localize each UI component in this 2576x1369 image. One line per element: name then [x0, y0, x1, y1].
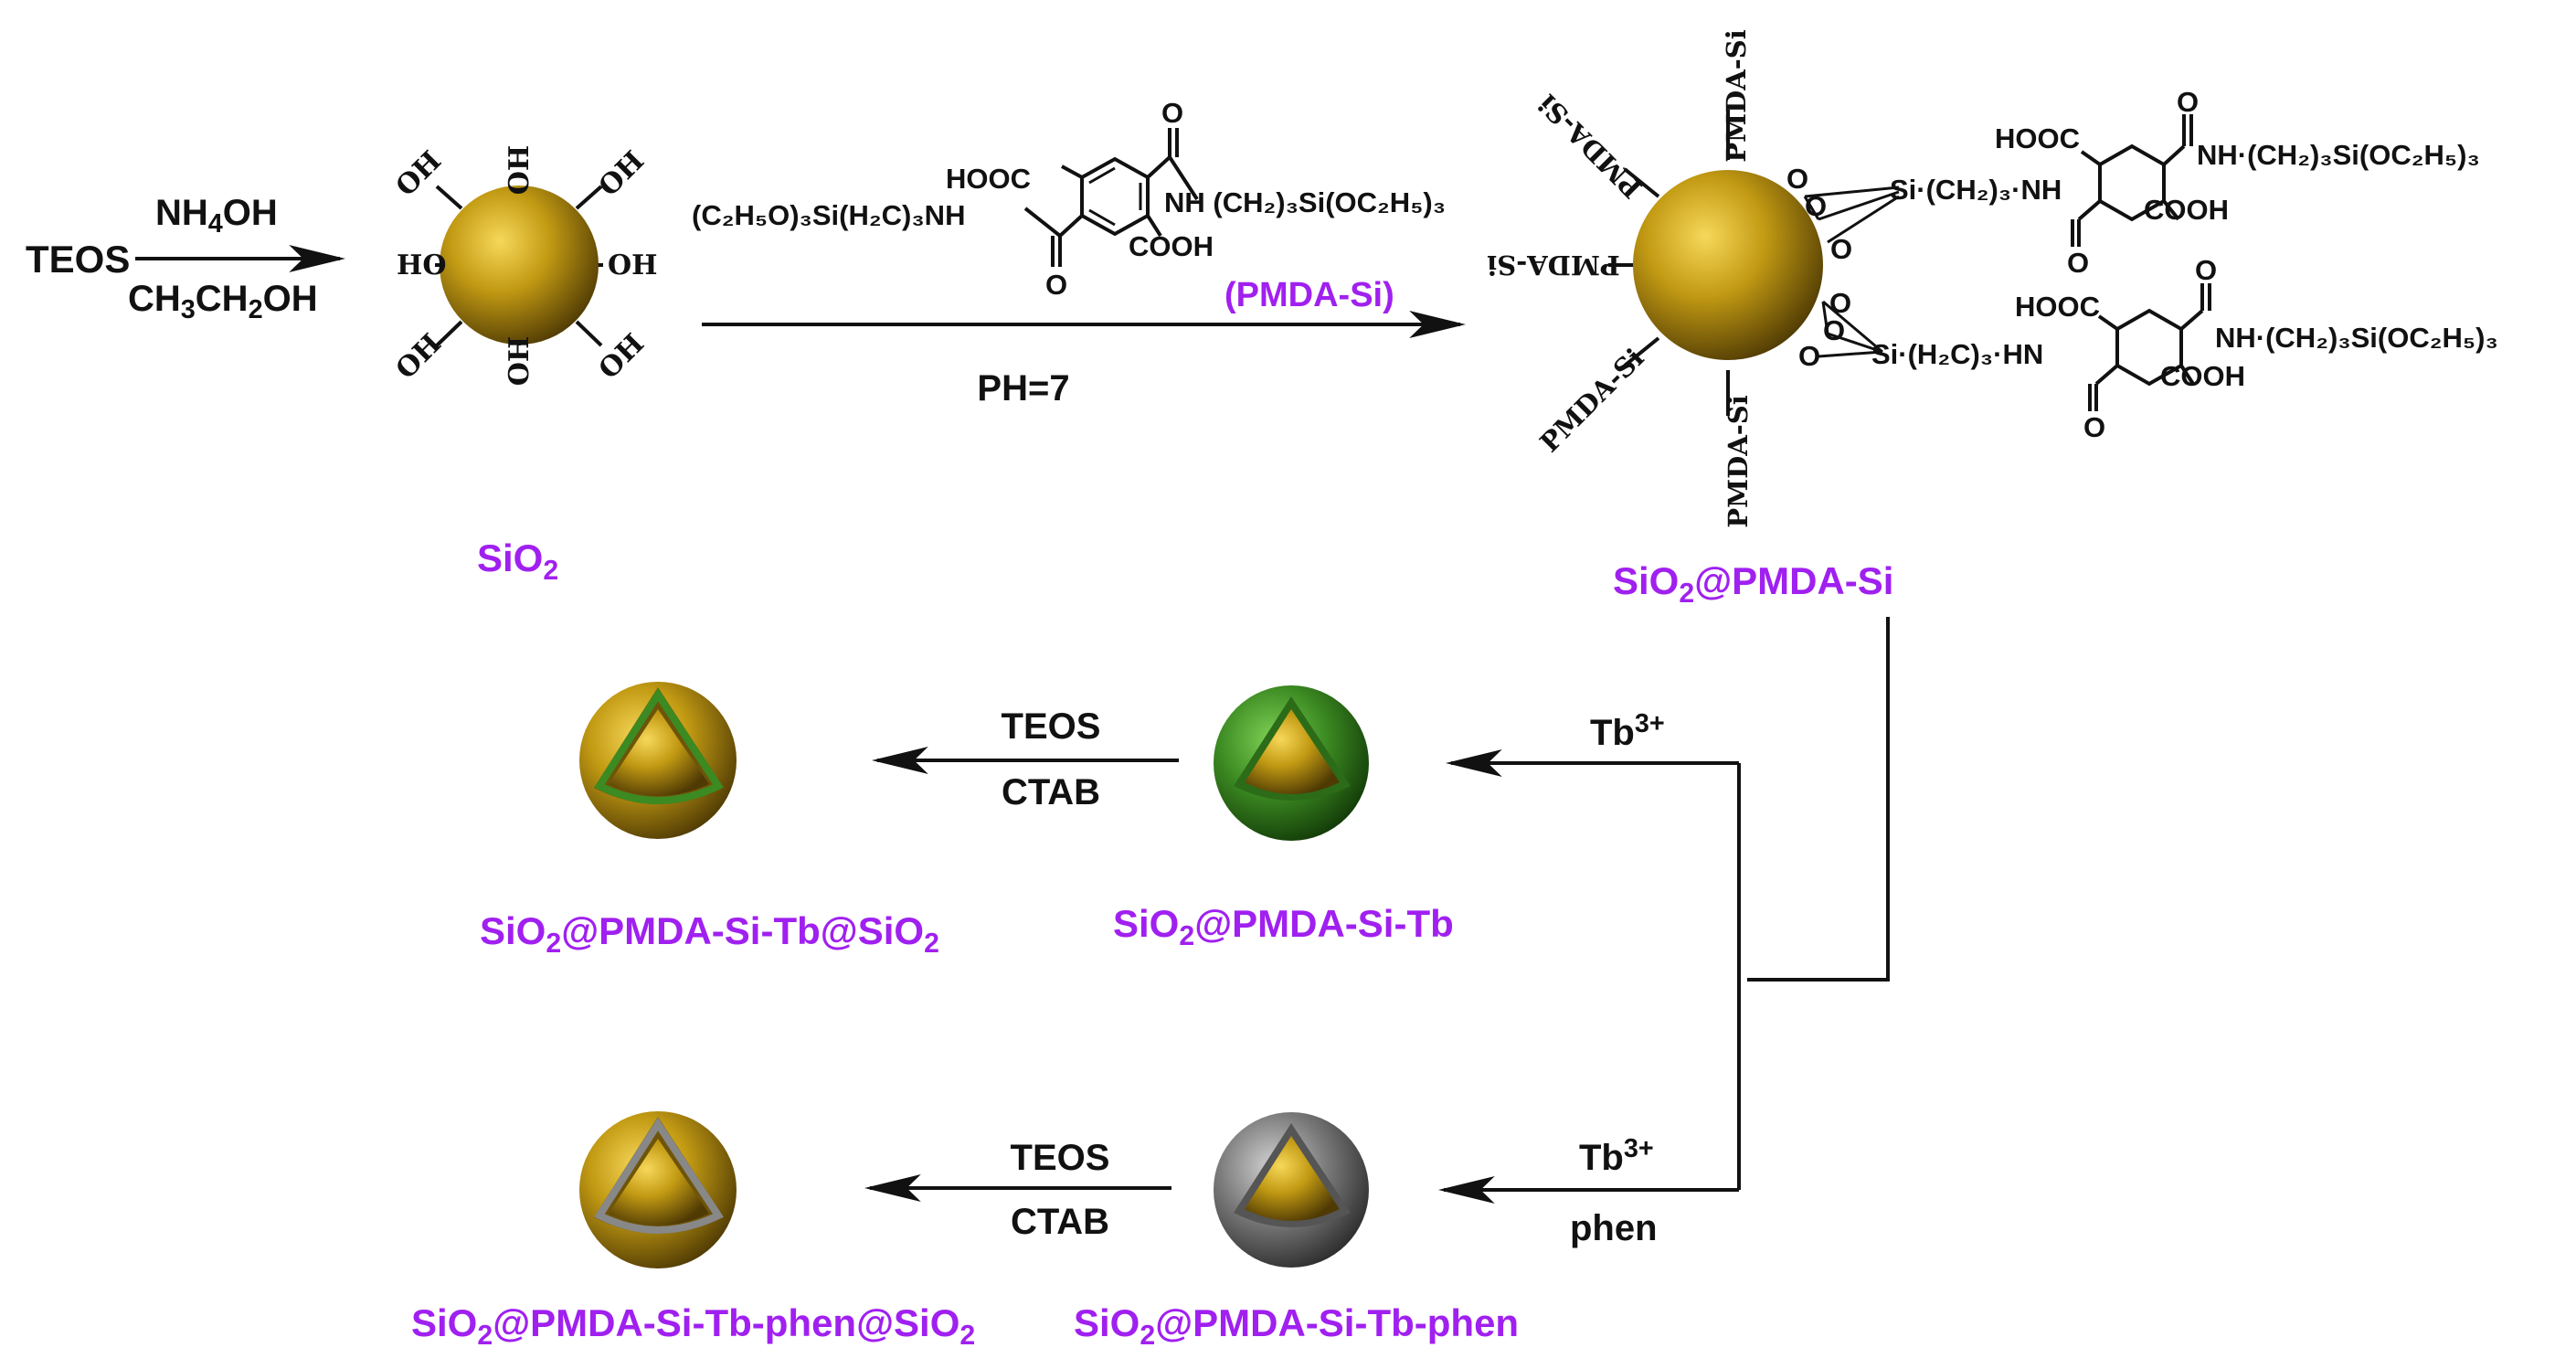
label-sio2-pmda-si-tb-phen: SiO2@PMDA-Si-Tb-phen	[1074, 1301, 1519, 1351]
pmda-left-chain: (C₂H₅O)₃Si(H₂C)₃NH	[692, 199, 965, 231]
pmda-cooh: COOH	[1129, 230, 1214, 262]
chain-lower-right: NH·(CH₂)₃Si(OC₂H₅)₃	[2215, 322, 2498, 354]
label-sio2-pmda-si-tb-sio2: SiO2@PMDA-Si-Tb@SiO2	[480, 909, 939, 959]
pmda-oxygen-top: O	[1161, 97, 1183, 129]
sphere-tb-phen	[1214, 1112, 1369, 1268]
ion-tb-2: Tb3+	[1579, 1134, 1654, 1178]
functionalized-sphere: PMDA-Si PMDA-Si PMDA-Si PMDA-Si PMDA-Si …	[1487, 29, 2498, 528]
label-sio2-pmda-si-tb: SiO2@PMDA-Si-Tb	[1113, 902, 1454, 951]
sphere-tb	[1214, 685, 1369, 841]
reagent-pmda-si: (PMDA-Si)	[1224, 276, 1394, 314]
o-lower-2: O	[1823, 314, 1845, 346]
functionalized-core	[1633, 170, 1823, 360]
label-sio2-pmda-si-tb-phen-sio2: SiO2@PMDA-Si-Tb-phen@SiO2	[411, 1301, 975, 1351]
o-lower-3: O	[1798, 340, 1820, 372]
oh-upper-left: OH	[390, 145, 448, 203]
oh-left: HO	[397, 249, 446, 281]
condition-ph: PH=7	[977, 368, 1069, 409]
chain-upper-right: NH·(CH₂)₃Si(OC₂H₅)₃	[2197, 139, 2480, 171]
reagent-ammonia: NH4OH	[155, 193, 278, 239]
pendant-upper-left: PMDA-Si	[1532, 89, 1648, 205]
o-upper-1: O	[1786, 163, 1808, 195]
pmda-oxygen-bottom: O	[1045, 269, 1067, 301]
step2: HOOC COOH O O (C₂H₅O)₃Si(H₂C)₃NH NH (CH₂…	[692, 97, 1467, 409]
step1: TEOS NH4OH CH3CH2OH	[26, 193, 346, 324]
lower-cooh: COOH	[2160, 360, 2245, 392]
pmda-si-structure: HOOC COOH O O (C₂H₅O)₃Si(H₂C)₃NH NH (CH₂…	[692, 97, 1446, 301]
label-sio2: SiO2	[477, 536, 558, 586]
o-upper-2: O	[1805, 190, 1827, 222]
pendant-bottom: PMDA-Si	[1723, 395, 1754, 528]
silica-core	[440, 186, 599, 345]
oh-lower-left: OH	[390, 328, 448, 386]
oh-upper-right: OH	[593, 145, 651, 203]
lower-ring	[2088, 283, 2211, 411]
oh-top: OH	[504, 145, 535, 195]
upper-cooh: COOH	[2144, 194, 2229, 226]
coat-tb-ctab: CTAB	[1002, 772, 1100, 812]
lower-hooc: HOOC	[2015, 291, 2100, 323]
lower-o-top: O	[2195, 254, 2217, 286]
ion-tb-1: Tb3+	[1590, 709, 1665, 753]
silica-sphere: OH OH HO OH OH OH OH OH	[390, 145, 658, 387]
chain-upper: Si·(CH₂)₃·NH	[1890, 174, 2062, 206]
label-sio2-pmda-si: SiO2@PMDA-Si	[1613, 559, 1893, 609]
coat-tb-teos: TEOS	[1002, 706, 1101, 747]
oh-bottom: OH	[504, 336, 535, 386]
pendant-top: PMDA-Si	[1721, 29, 1752, 163]
upper-ring	[2071, 114, 2193, 247]
lower-o-bottom: O	[2083, 411, 2105, 443]
upper-o-bottom: O	[2067, 247, 2089, 279]
upper-o-top: O	[2177, 86, 2199, 118]
pmda-right-chain: NH (CH₂)₃Si(OC₂H₅)₃	[1164, 186, 1446, 218]
sphere-tb-phen-coated	[579, 1111, 737, 1268]
reagent-ethanol: CH3CH2OH	[128, 279, 318, 324]
oh-right: OH	[608, 249, 657, 281]
ligand-phen: phen	[1570, 1208, 1658, 1248]
o-upper-3: O	[1830, 233, 1852, 265]
coat-tb-phen-teos: TEOS	[1011, 1138, 1110, 1178]
sphere-tb-coated	[579, 682, 737, 839]
upper-hooc: HOOC	[1995, 122, 2080, 154]
lower-linkage	[1818, 300, 1883, 358]
o-lower-1: O	[1829, 287, 1851, 319]
branch-connectors	[1737, 617, 1890, 1190]
coat-tb-phen-ctab: CTAB	[1011, 1202, 1109, 1242]
pmda-hooc: HOOC	[946, 163, 1031, 195]
pendant-lower-left: PMDA-Si	[1534, 343, 1650, 459]
chain-lower: Si·(H₂C)₃·HN	[1871, 338, 2043, 370]
upper-linkage	[1803, 186, 1900, 244]
pendant-left: PMDA-Si	[1487, 249, 1620, 281]
oh-lower-right: OH	[593, 328, 651, 386]
reactant-teos: TEOS	[26, 238, 130, 281]
